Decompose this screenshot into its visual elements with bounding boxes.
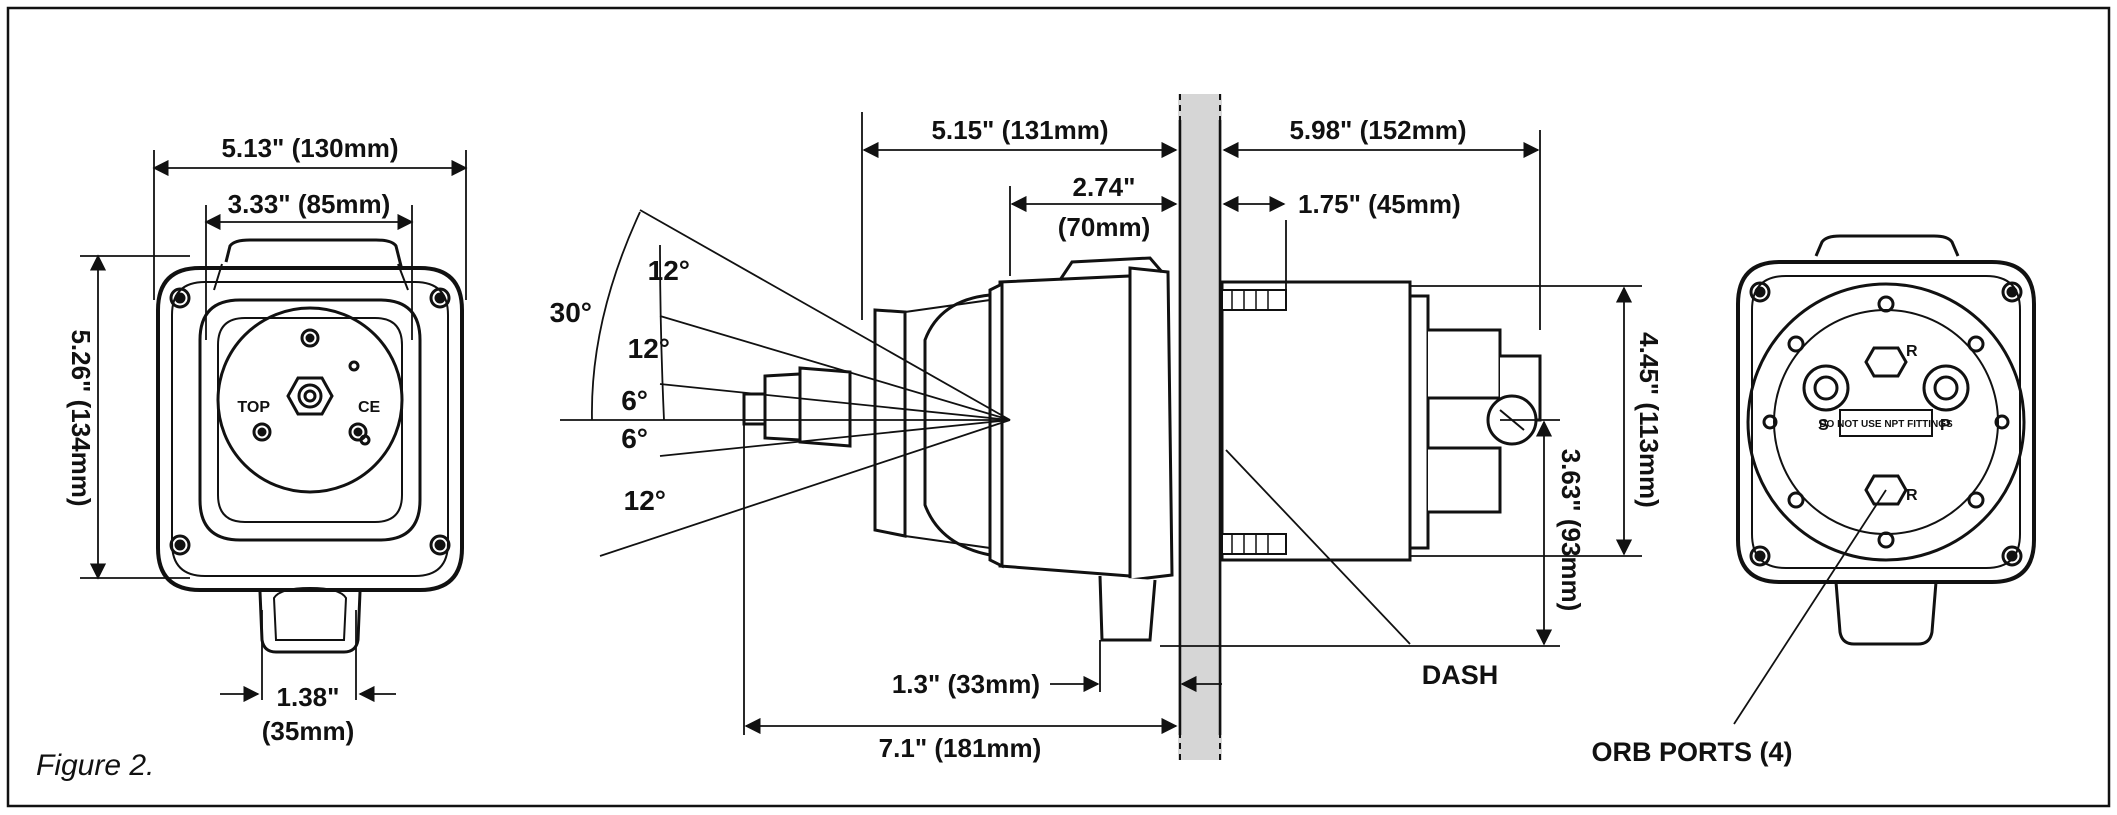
side-view-body [742, 256, 1542, 642]
ce-marking: CE [358, 399, 381, 416]
below-dash-label: 1.3" (33mm) [892, 669, 1040, 699]
angle-6-lower: 6° [621, 423, 648, 454]
front-view [156, 238, 464, 654]
angle-6-upper: 6° [621, 385, 648, 416]
figure-border [6, 6, 2111, 808]
boss-width-label: 1.38" [277, 682, 340, 712]
figure-caption: Figure 2. [36, 749, 154, 782]
boss-width-metric-label: (35mm) [262, 716, 354, 746]
port-r-bottom-label: R [1906, 487, 1918, 504]
dash-label: DASH [1422, 660, 1499, 690]
flange-depth-metric-label: (70mm) [1058, 212, 1150, 242]
dash-to-rear-label: 5.98" (152mm) [1289, 115, 1466, 145]
front-to-dash-label: 5.15" (131mm) [931, 115, 1108, 145]
top-marking: TOP [237, 399, 270, 416]
flange-depth-label: 2.74" [1073, 172, 1136, 202]
angle-12-upper: 12° [648, 255, 690, 286]
angle-rays [560, 209, 1011, 557]
height-rear-label: 4.45" (113mm) [1634, 332, 1664, 508]
port-p-label: P [1940, 417, 1951, 434]
width-inner-label: 3.33" (85mm) [228, 189, 391, 219]
dash-panel [1178, 94, 1222, 760]
angle-30: 30° [550, 297, 592, 328]
port-height-label: 3.63" (93mm) [1556, 449, 1586, 612]
port-s-label: S [1818, 417, 1829, 434]
width-overall-label: 5.13" (130mm) [221, 133, 398, 163]
front-view-dimensions [80, 150, 468, 703]
side-view-dimensions [743, 112, 1642, 735]
angle-12-lower: 12° [624, 485, 666, 516]
port-r-top-label: R [1906, 343, 1918, 360]
stud-offset-label: 1.75" (45mm) [1298, 189, 1461, 219]
height-overall-label: 5.26" (134mm) [66, 329, 96, 506]
rear-view [1733, 234, 2036, 725]
npt-warning-label: DO NOT USE NPT FITTINGS [1819, 419, 1953, 430]
orb-ports-label: ORB PORTS (4) [1591, 737, 1792, 767]
angle-12-mid: 12° [628, 333, 670, 364]
total-length-label: 7.1" (181mm) [879, 733, 1042, 763]
